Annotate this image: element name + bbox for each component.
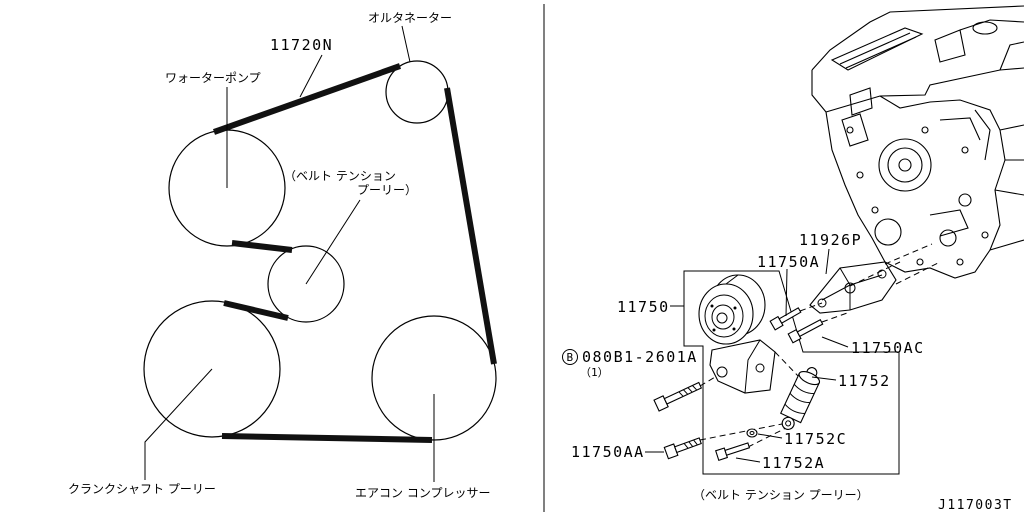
drive-belt xyxy=(212,63,497,443)
bolt-11750aa xyxy=(663,437,702,460)
assembly-caption: （ベルト テンション プーリー） xyxy=(693,488,869,502)
label-crankshaft-pulley: クランクシャフト プーリー xyxy=(68,482,216,496)
drive-belt-segment xyxy=(221,433,433,443)
belt-tension-pulley xyxy=(267,245,345,323)
drive-belt-segment xyxy=(444,87,497,365)
callout-11752c: 11752C xyxy=(784,430,847,448)
callout-11752: 11752 xyxy=(838,372,891,390)
callout-bolt-quantity: （1） xyxy=(580,366,609,379)
circled-b-letter: B xyxy=(567,351,574,364)
bolt-11752a xyxy=(715,442,751,461)
washer-11752c xyxy=(746,428,758,438)
leader-tension-pulley xyxy=(305,199,361,285)
leader-alternator xyxy=(401,25,411,63)
callout-11750ac: 11750AC xyxy=(851,339,925,357)
drive-belt-segment xyxy=(231,240,293,253)
belt-routing-diagram: オルタネーター 11720N ワォーターポンプ （ベルト テンション プーリー）… xyxy=(68,11,497,500)
label-tension-pulley-line2: プーリー） xyxy=(357,183,417,197)
callout-leaders xyxy=(645,248,849,463)
leader-belt xyxy=(299,54,323,98)
label-alternator: オルタネーター xyxy=(368,11,452,25)
drive-belt-segment xyxy=(223,300,289,321)
label-ac-compressor: エアコン コンプレッサー xyxy=(355,486,490,500)
label-belt-part-number: 11720N xyxy=(270,36,333,54)
callout-11750a: 11750A xyxy=(757,253,820,271)
tensioner-callout-box xyxy=(683,270,900,475)
crankshaft-pulley xyxy=(143,300,281,438)
callout-11750: 11750 xyxy=(617,298,670,316)
bolt-11750ac xyxy=(787,318,824,344)
tension-pulley-part xyxy=(698,274,766,345)
callout-11752a: 11752A xyxy=(762,454,825,472)
callout-11926p: 11926P xyxy=(799,231,862,249)
tensioner-bracket xyxy=(809,261,897,314)
pulley-bracket xyxy=(709,339,776,394)
bolt-11750a xyxy=(769,307,802,331)
leader-crankshaft-pulley xyxy=(144,368,213,480)
auto-tensioner-11752 xyxy=(780,367,821,430)
callout-080b1-2601a: 080B1-2601A xyxy=(582,348,698,366)
drive-belt-segment xyxy=(212,63,402,135)
bolt-080b1 xyxy=(653,381,703,412)
figure-code: J117003T xyxy=(938,498,1013,512)
callout-11750aa: 11750AA xyxy=(571,443,645,461)
label-tension-pulley-line1: （ベルト テンション xyxy=(284,169,396,183)
engine-block-drawing xyxy=(811,5,1024,279)
label-water-pump: ワォーターポンプ xyxy=(165,71,261,85)
circled-b-symbol xyxy=(562,349,578,365)
assembly-guide-lines xyxy=(699,243,941,448)
